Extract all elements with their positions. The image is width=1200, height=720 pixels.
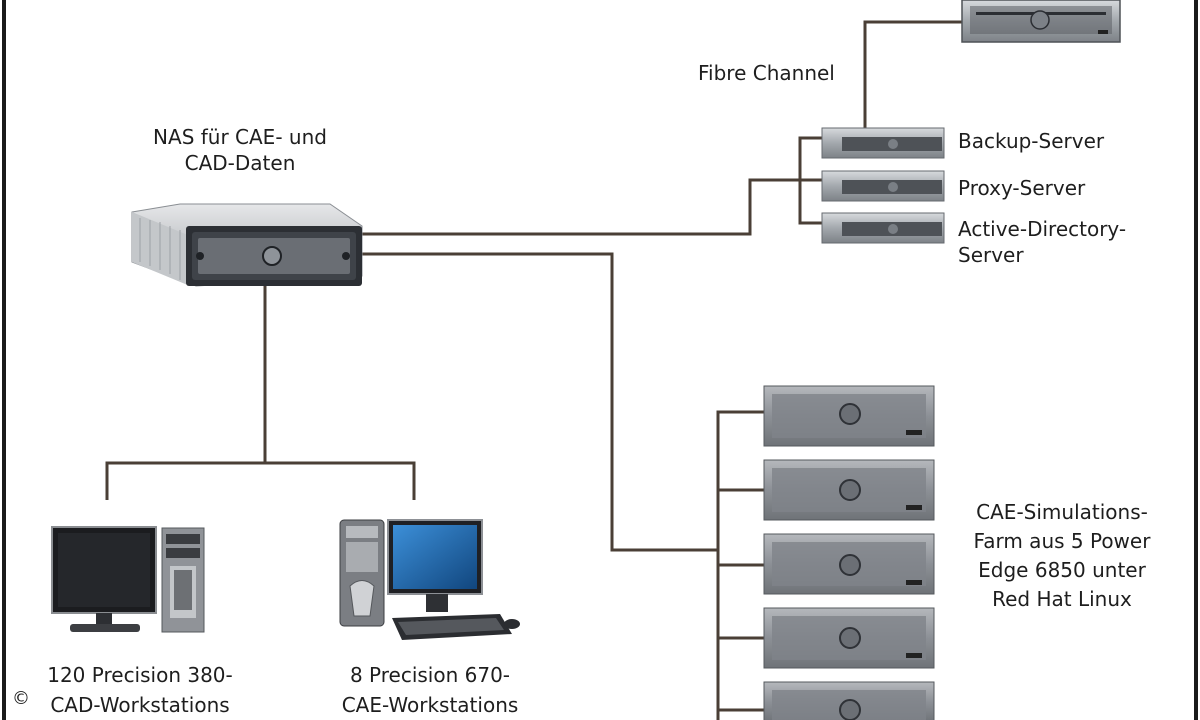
cad-workstations-label: 120 Precision 380- CAD-Workstations	[20, 660, 260, 720]
cae-workstations-label-line-2: CAE-Workstations	[341, 693, 519, 717]
cae-workstation-icon	[339, 519, 520, 640]
nas-device-icon	[131, 203, 363, 287]
cae-farm-label-line-2: Farm aus 5 Power	[973, 529, 1151, 553]
nas-label-line-1: NAS für CAE- und	[153, 125, 327, 149]
workstation-branch	[105, 461, 416, 500]
farm-server-1-icon	[763, 385, 935, 447]
active-directory-label-line-1: Active-Directory-	[958, 217, 1127, 241]
nas-farm-link	[362, 252, 718, 552]
cad-workstation-icon	[51, 526, 205, 633]
copyright-symbol: ©	[12, 688, 30, 709]
farm-server-5-icon	[763, 681, 935, 720]
farm-server-3-icon	[763, 533, 935, 595]
cae-farm-label-line-1: CAE-Simulations-	[976, 500, 1148, 524]
cae-farm-label: CAE-Simulations- Farm aus 5 Power Edge 6…	[950, 498, 1174, 614]
active-directory-label: Active-Directory- Server	[958, 216, 1126, 268]
fibre-channel-label: Fibre Channel	[698, 61, 835, 85]
proxy-server-label: Proxy-Server	[958, 176, 1086, 200]
cae-farm-label-line-3: Edge 6850 unter	[978, 558, 1146, 582]
cae-workstations-label-line-1: 8 Precision 670-	[349, 663, 511, 687]
storage-array-icon	[961, 0, 1121, 43]
active-directory-server-icon	[821, 212, 945, 244]
nas-label-line-2: CAD-Daten	[184, 151, 296, 175]
cae-farm-label-line-4: Red Hat Linux	[992, 587, 1132, 611]
active-directory-label-line-2: Server	[958, 243, 1024, 267]
cae-workstations-label: 8 Precision 670- CAE-Workstations	[310, 660, 550, 720]
farm-server-4-icon	[763, 607, 935, 669]
backup-server-label: Backup-Server	[958, 129, 1105, 153]
farm-server-2-icon	[763, 459, 935, 521]
cad-workstations-label-line-2: CAD-Workstations	[50, 693, 230, 717]
proxy-server-icon	[821, 170, 945, 202]
nas-server-link	[362, 178, 800, 236]
backup-server-icon	[821, 127, 945, 159]
nas-label: NAS für CAE- und CAD-Daten	[128, 124, 352, 176]
cad-workstations-label-line-1: 120 Precision 380-	[47, 663, 233, 687]
